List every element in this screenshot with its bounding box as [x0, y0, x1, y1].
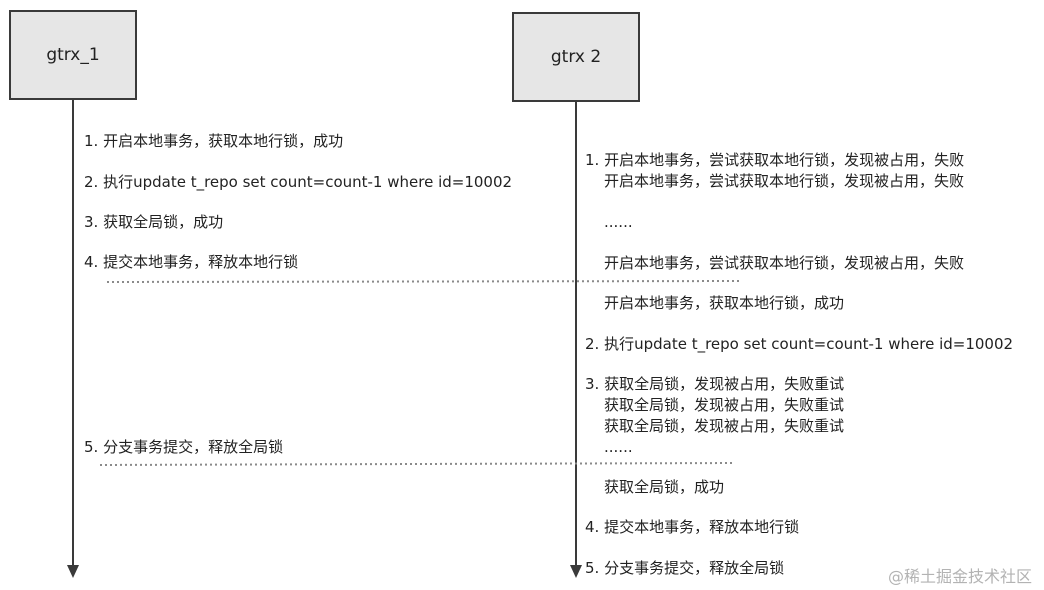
left-step-3: 3. 获取全局锁，成功 — [84, 213, 224, 231]
participant-gtrx2-label: gtrx 2 — [550, 47, 602, 67]
participant-gtrx1-label: gtrx_1 — [46, 45, 100, 65]
right-step-4: 4. 提交本地事务，释放本地行锁 — [585, 518, 800, 536]
participant-gtrx2-box: gtrx 2 — [512, 12, 640, 102]
lifeline-gtrx1-arrowhead — [67, 565, 79, 578]
left-step-5: 5. 分支事务提交，释放全局锁 — [84, 438, 284, 456]
right-step-3-success: 获取全局锁，成功 — [604, 478, 725, 496]
right-step-1-retry: 开启本地事务，尝试获取本地行锁，发现被占用，失败 — [604, 172, 965, 190]
right-step-1-ellipsis: ...... — [604, 213, 633, 231]
right-step-3-ellipsis: ...... — [604, 438, 633, 456]
separator-local-lock-release — [106, 280, 741, 283]
participant-gtrx1-box: gtrx_1 — [9, 10, 137, 100]
separator-global-lock-release — [99, 462, 736, 466]
right-step-1-retry-last: 开启本地事务，尝试获取本地行锁，发现被占用，失败 — [604, 254, 965, 272]
right-step-1-success: 开启本地事务，获取本地行锁，成功 — [604, 294, 845, 312]
lifeline-gtrx2-arrowhead — [570, 565, 582, 578]
right-step-3: 3. 获取全局锁，发现被占用，失败重试 — [585, 375, 845, 393]
left-step-2: 2. 执行update t_repo set count=count-1 whe… — [84, 173, 513, 191]
right-step-1: 1. 开启本地事务，尝试获取本地行锁，发现被占用，失败 — [585, 151, 965, 169]
right-step-5: 5. 分支事务提交，释放全局锁 — [585, 559, 785, 577]
watermark-text: @稀土掘金技术社区 — [887, 567, 1032, 586]
right-step-2: 2. 执行update t_repo set count=count-1 whe… — [585, 335, 1014, 353]
left-step-4: 4. 提交本地事务，释放本地行锁 — [84, 253, 299, 271]
right-step-3-retry: 获取全局锁，发现被占用，失败重试 — [604, 396, 845, 414]
left-step-1: 1. 开启本地事务，获取本地行锁，成功 — [84, 132, 344, 150]
right-step-3-retry-2: 获取全局锁，发现被占用，失败重试 — [604, 417, 845, 435]
